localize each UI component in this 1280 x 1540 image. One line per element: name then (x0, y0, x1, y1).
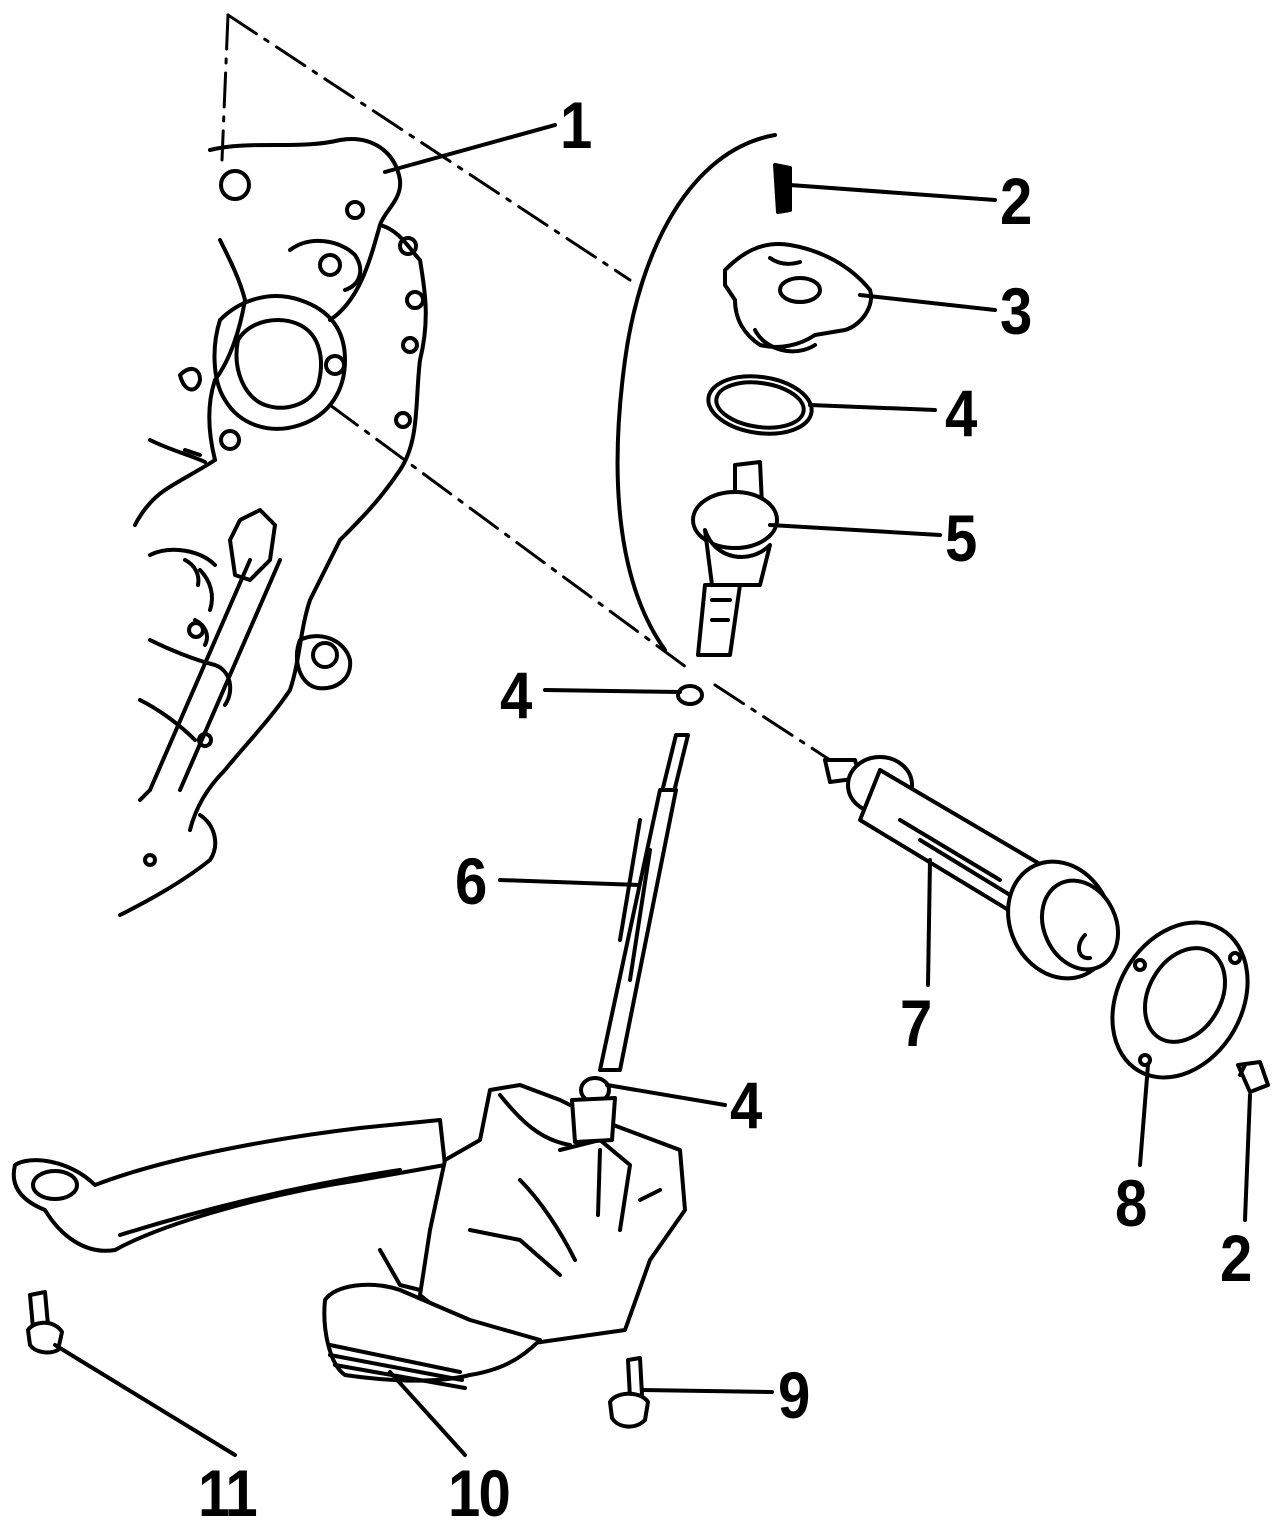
callout-5: 5 (945, 501, 977, 575)
o-ring-large (706, 374, 814, 436)
seal-small (676, 684, 704, 706)
driven-gear-shaft (691, 460, 779, 657)
bolt-upper (773, 163, 792, 214)
stud-bolt (26, 1290, 64, 1355)
callout-8: 8 (1115, 1166, 1147, 1240)
engine-front-cover (118, 137, 428, 917)
cap-housing (723, 242, 874, 354)
callout-1: 1 (560, 88, 592, 162)
callout-10: 10 (448, 1456, 511, 1530)
leader-lines (53, 123, 1252, 1457)
callout-2: 2 (1220, 1221, 1252, 1295)
callout-4: 4 (500, 658, 532, 732)
bolt-lower-right (1236, 1060, 1270, 1094)
alignment-lines (220, 13, 832, 762)
flange-plate (1110, 920, 1250, 1080)
callout-2: 2 (1000, 164, 1032, 238)
callout-7: 7 (900, 986, 932, 1060)
bolt-lower (608, 1356, 650, 1429)
drive-shaft (823, 755, 1120, 981)
callout-4: 4 (730, 1068, 762, 1142)
callout-4: 4 (945, 376, 977, 450)
oil-pump-assembly (11, 1076, 687, 1390)
drive-rod (598, 733, 690, 1072)
callout-3: 3 (1000, 274, 1032, 348)
callout-6: 6 (455, 844, 487, 918)
callout-11: 11 (198, 1456, 258, 1530)
assembly-group-arc (615, 133, 777, 652)
cover-bolt-holes (143, 169, 425, 867)
callout-9: 9 (778, 1358, 810, 1432)
